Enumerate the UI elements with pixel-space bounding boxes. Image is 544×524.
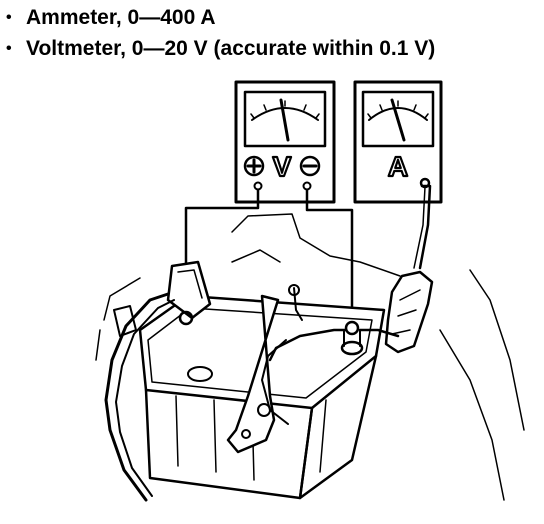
- battery-right-side: [300, 356, 376, 498]
- battery-assembly: [96, 214, 524, 500]
- bullet-dot-icon: •: [6, 8, 12, 26]
- requirement-voltmeter-text: Voltmeter, 0—20 V (accurate within 0.1 V…: [26, 36, 436, 60]
- ammeter-cable: [420, 186, 430, 268]
- ammeter-scale-ticks: [368, 101, 428, 118]
- voltmeter: V: [236, 82, 334, 202]
- engine-bay-outline: [232, 214, 400, 276]
- ammeter: A: [355, 82, 441, 202]
- voltmeter-negative-terminal: [304, 183, 311, 190]
- hold-down-bracket: [228, 296, 278, 452]
- voltmeter-positive-lead: [186, 190, 258, 268]
- negative-cable-outer: [360, 330, 398, 336]
- positive-cable-boot-detail: [178, 270, 202, 298]
- voltmeter-minus-icon: [301, 157, 319, 175]
- ammeter-needle: [392, 100, 404, 140]
- voltmeter-label: V: [273, 151, 292, 182]
- ammeter-cable-inner: [414, 187, 425, 268]
- bracket-hole: [242, 430, 250, 438]
- voltmeter-scale-arc: [252, 108, 318, 120]
- voltmeter-scale-ticks: [251, 101, 319, 118]
- positive-cable-inner: [116, 300, 174, 496]
- ammeter-dial-window: [363, 92, 433, 146]
- negative-terminal-icon: [346, 322, 358, 334]
- voltmeter-housing: [236, 82, 334, 202]
- bullet-dot-icon: •: [6, 39, 12, 57]
- requirement-ammeter-text: Ammeter, 0—400 A: [26, 5, 216, 29]
- voltmeter-dial-window: [245, 92, 325, 146]
- ammeter-housing: [355, 82, 441, 202]
- negative-cable-loop: [262, 340, 288, 424]
- requirements-list: • Ammeter, 0—400 A • Voltmeter, 0—20 V (…: [6, 2, 542, 64]
- voltmeter-needle: [281, 100, 288, 140]
- battery-vent-cap: [188, 367, 212, 381]
- engine-bay-left-shapes: [96, 250, 280, 360]
- voltmeter-plus-icon: [245, 157, 263, 175]
- ammeter-label: A: [388, 151, 408, 182]
- battery-test-diagram: V A: [0, 70, 544, 524]
- test-leads: [186, 186, 432, 352]
- positive-terminal-icon: [180, 312, 192, 324]
- negative-terminal-post: [342, 342, 362, 354]
- positive-cable: [106, 294, 168, 500]
- negative-terminal-clamp: [344, 330, 360, 346]
- requirement-voltmeter: • Voltmeter, 0—20 V (accurate within 0.1…: [6, 33, 542, 64]
- requirement-ammeter: • Ammeter, 0—400 A: [6, 2, 542, 33]
- ammeter-scale-arc: [369, 108, 427, 120]
- positive-cable-grommet: [114, 306, 136, 336]
- voltmeter-positive-terminal: [255, 183, 262, 190]
- voltmeter-negative-lead: [307, 190, 352, 318]
- hold-down-nut: [289, 285, 299, 295]
- inductive-clamp-icon: [386, 272, 432, 352]
- engine-bay-right-panel: [440, 270, 524, 500]
- battery-ribs: [176, 396, 326, 480]
